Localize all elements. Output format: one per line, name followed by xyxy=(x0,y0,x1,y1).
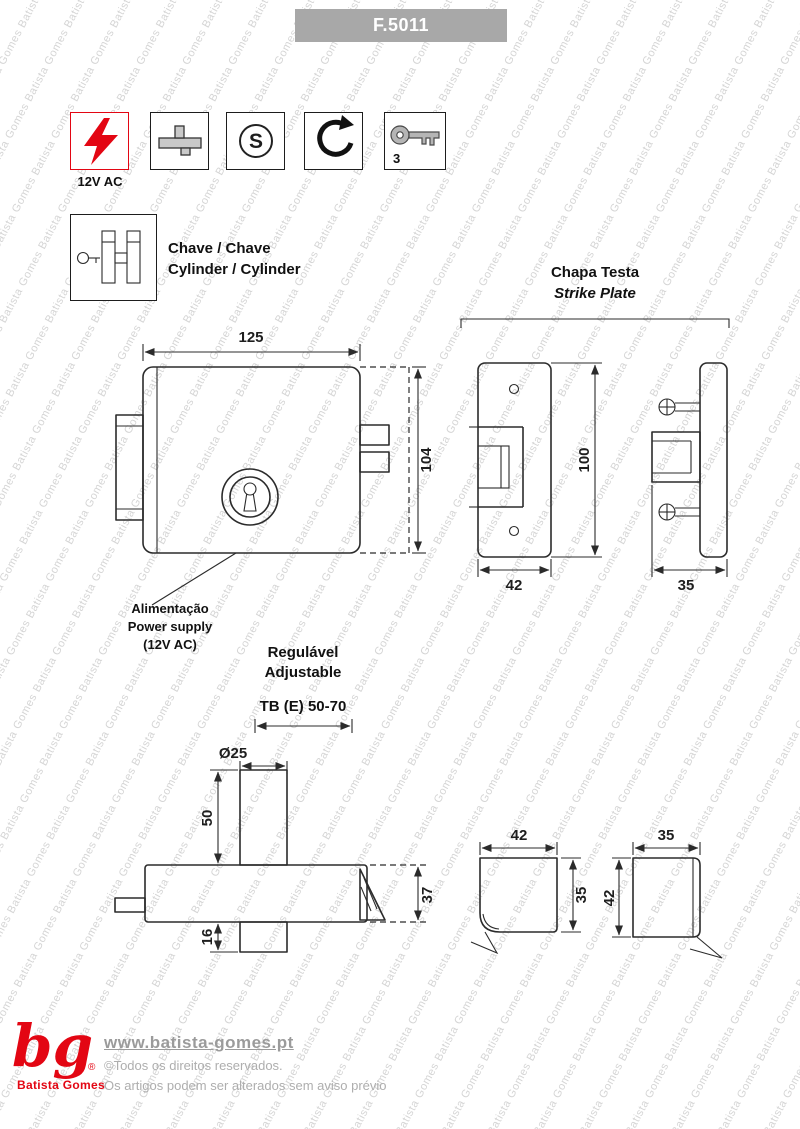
brand-logo: bg xyxy=(12,1012,94,1080)
power-supply-label: Alimentação Power supply (12V AC) xyxy=(88,600,252,654)
cylinder-label-en: Cylinder / Cylinder xyxy=(168,261,301,278)
backset-range-label: TB (E) 50-70 xyxy=(259,698,347,715)
latch-bolt-icon xyxy=(157,125,202,156)
lightning-icon xyxy=(83,118,118,165)
key-count: 3 xyxy=(393,151,401,166)
dim-body-depth: 37 xyxy=(419,887,436,904)
dim-lock-height: 104 xyxy=(418,447,435,473)
adjustable-en: Adjustable xyxy=(264,664,342,681)
strike-title-pt: Chapa Testa xyxy=(550,264,640,281)
cylinder-glyph: S xyxy=(248,130,262,153)
dim-box-a-width: 42 xyxy=(511,827,528,844)
product-code-header: F.5011 xyxy=(295,9,507,42)
registered-mark: ® xyxy=(88,1062,96,1073)
strike-plate-side-drawing: 35 xyxy=(651,362,728,594)
dim-box-b-height: 42 xyxy=(601,890,618,907)
dim-box-b-width: 35 xyxy=(658,827,675,844)
cylinder-icon-box: S xyxy=(226,112,285,170)
double-cylinder-icon xyxy=(76,230,141,284)
product-code: F.5011 xyxy=(372,15,430,35)
adjustable-heading: Regulável Adjustable xyxy=(218,643,388,683)
power-icon-box xyxy=(70,112,129,170)
strike-plate-heading: Chapa Testa Strike Plate xyxy=(455,262,735,304)
keys-icon-box: 3 xyxy=(384,112,446,170)
power-supply-voltage: (12V AC) xyxy=(143,637,197,652)
cylinder-label-pt: Chave / Chave xyxy=(168,240,271,257)
notice-text: Os artigos podem ser alterados sem aviso… xyxy=(104,1078,387,1093)
dim-cylinder-below: 16 xyxy=(199,929,216,946)
strike-section-bracket xyxy=(460,318,730,328)
dim-lock-width: 125 xyxy=(238,329,263,346)
dim-strike-side-width: 35 xyxy=(678,577,695,594)
dim-box-a-height: 35 xyxy=(573,887,590,904)
key-icon xyxy=(390,125,440,146)
cylinder-section-label: Chave / Chave Cylinder / Cylinder xyxy=(168,238,301,280)
strike-plate-front-drawing: 42 100 xyxy=(469,362,602,594)
website-url: www.batista-gomes.pt xyxy=(104,1033,294,1052)
power-supply-en: Power supply xyxy=(127,619,213,634)
lock-top-drawing: Ø25 50 16 37 xyxy=(114,719,436,953)
dim-cylinder-above: 50 xyxy=(199,810,216,827)
copyright-text: ©Todos os direitos reservados. xyxy=(104,1058,283,1073)
lock-front-drawing: 125 104 xyxy=(115,329,435,606)
brand-name: Batista Gomes xyxy=(17,1078,105,1092)
rotation-icon-box xyxy=(304,112,363,170)
latch-icon-box xyxy=(150,112,209,170)
power-voltage-label: 12V AC xyxy=(77,174,123,189)
cylinder-drawing-box xyxy=(70,214,157,301)
rotation-arrow-icon xyxy=(316,115,354,157)
adjustable-pt: Regulável xyxy=(267,644,339,661)
strike-box-a-drawing: 42 35 xyxy=(470,827,590,955)
dim-strike-height: 100 xyxy=(576,447,593,472)
power-supply-pt: Alimentação xyxy=(131,601,209,616)
strike-box-b-drawing: 35 42 xyxy=(601,827,723,959)
cylinder-profile-icon: S xyxy=(238,124,273,158)
strike-title-en: Strike Plate xyxy=(554,285,636,302)
dim-cylinder-diameter: Ø25 xyxy=(219,745,247,762)
dim-strike-front-width: 42 xyxy=(506,577,523,594)
